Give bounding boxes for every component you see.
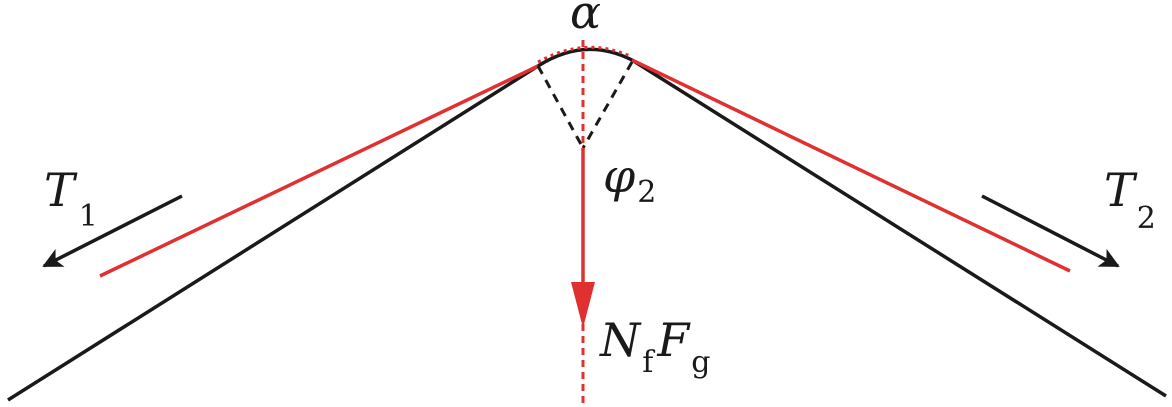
radius-left: [536, 65, 585, 149]
wrap-arc: [537, 45, 631, 64]
normal-force-arrowhead: [571, 282, 595, 328]
tension-line: [99, 58, 1071, 278]
belt-line: [7, 47, 1167, 402]
t2-label: T2: [1104, 163, 1156, 236]
radius-right: [581, 61, 634, 149]
phi-label: φ2: [603, 149, 656, 210]
alpha-label: α: [570, 0, 601, 39]
t2-arrow: [981, 194, 1120, 268]
normal-friction-force-label: NfFg: [599, 313, 711, 380]
t1-arrow: [42, 194, 183, 268]
